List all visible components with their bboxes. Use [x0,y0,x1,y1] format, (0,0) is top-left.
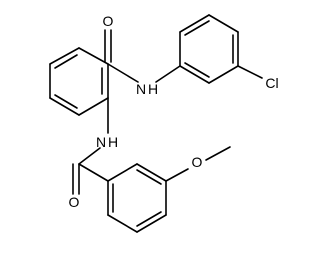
atom-label-cl: Cl [265,75,278,91]
chemical-structure: O N H Cl N H O O [49,13,279,233]
atom-label-o-carbonyl-bottom: O [69,194,80,210]
bond [49,97,80,116]
bond [165,168,189,182]
bond [78,163,109,182]
bond [136,214,167,233]
bond [179,65,210,84]
bonds [49,14,263,233]
bond [237,65,263,79]
bond [184,20,210,36]
bond [136,169,162,185]
bond [107,63,139,83]
bond [78,97,109,116]
bond [78,147,101,165]
bond [54,54,78,69]
atom-label-n-amide-bottom: N [96,134,106,150]
atom-label-o-methoxy: O [192,154,203,170]
bond [107,163,138,182]
bond [54,94,78,109]
atom-label-h-amide-top: H [148,81,158,97]
bond [208,65,239,84]
bond [205,146,231,161]
bond [136,211,162,227]
atom-label-o-carbonyl-top: O [103,13,114,29]
atom-label-n-amide-top: N [136,81,146,97]
bond [136,163,167,182]
atom-label-h-amide-bottom: H [108,134,118,150]
bond [184,62,210,78]
bond [208,14,239,33]
bond [179,14,210,33]
bond [155,65,181,83]
bond [107,214,138,233]
bond [78,47,109,65]
bond [49,47,80,65]
atom-labels: O N H Cl N H O O [69,13,279,210]
